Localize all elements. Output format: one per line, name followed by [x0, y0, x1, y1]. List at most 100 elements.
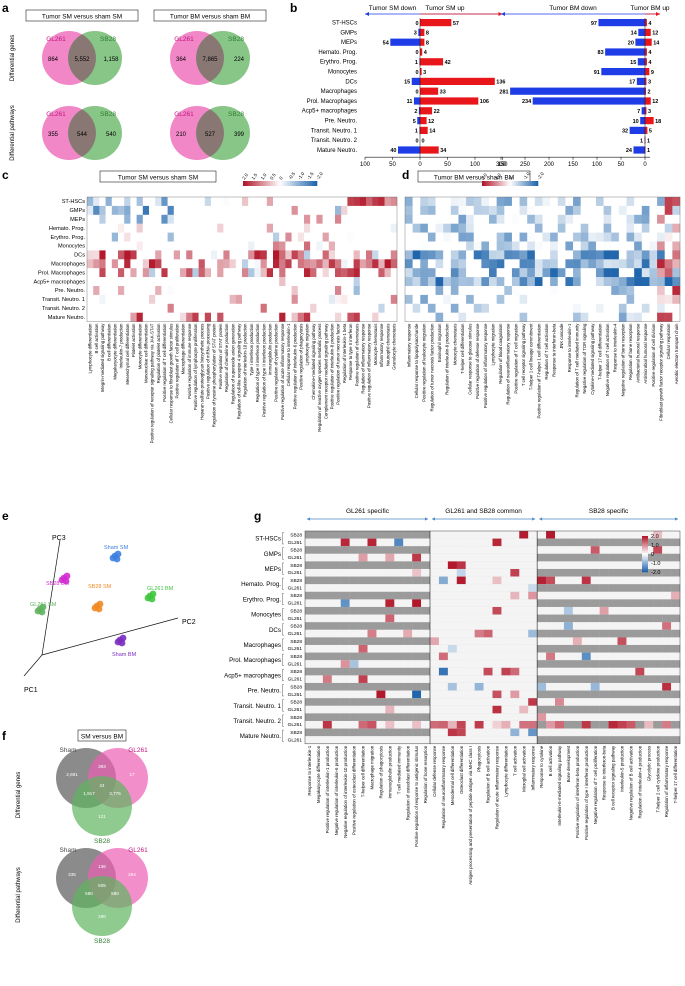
legend-swatch [312, 181, 315, 186]
heatmap-cell [665, 250, 673, 259]
heatmap-cell [466, 197, 474, 206]
legend-swatch [525, 181, 527, 186]
heatmap-g-cell [501, 615, 510, 623]
legend-swatch [273, 181, 276, 186]
heatmap-g-cell [466, 675, 475, 683]
heatmap-g-cell [635, 615, 644, 623]
venn-count-right: 540 [106, 132, 117, 138]
heatmap-cell [316, 224, 322, 233]
heatmap-cell [634, 313, 642, 322]
heatmap-cell [466, 277, 474, 286]
heatmap-g-cell [537, 736, 546, 744]
heatmap-g-subrow-label: SB28 [290, 563, 302, 569]
heatmap-cell [672, 250, 680, 259]
heatmap-cell [558, 277, 566, 286]
heatmap-column-label: Regulation of neuroinflammatory response [506, 323, 511, 405]
heatmap-g-cell [385, 539, 394, 547]
heatmap-g-cell [341, 599, 350, 607]
heatmap-g-cell [430, 683, 439, 691]
heatmap-cell [504, 277, 512, 286]
heatmap-g-cell [635, 630, 644, 638]
heatmap-g-cell [582, 675, 591, 683]
heatmap-g-cell [519, 569, 528, 577]
legend-swatch [285, 181, 288, 186]
heatmap-g-cell [376, 653, 385, 661]
heatmap-g-subrow-label: GL261 [288, 692, 303, 698]
heatmap-cell [504, 259, 512, 268]
heatmap-g-cell [341, 546, 350, 554]
heatmap-g-cell [412, 645, 421, 653]
heatmap-g-cell [305, 546, 314, 554]
heatmap-g-cell [314, 706, 323, 714]
venn3-count: 580 [85, 891, 93, 896]
heatmap-cell [292, 286, 298, 295]
heatmap-cell [316, 215, 322, 224]
heatmap-g-cell [493, 599, 502, 607]
heatmap-g-cell [564, 554, 573, 562]
heatmap-cell [354, 206, 360, 215]
heatmap-g-cell [421, 561, 430, 569]
heatmap-g-cell [510, 615, 519, 623]
heatmap-cell [428, 224, 436, 233]
heatmap-cell [174, 233, 180, 242]
heatmap-cell [248, 224, 254, 233]
heatmap-g-cell [448, 539, 457, 547]
heatmap-cell [428, 206, 436, 215]
venn-title-sm: Tumor SM versus sham SM [42, 14, 122, 21]
legend-swatch [315, 181, 318, 186]
heatmap-cell [657, 215, 665, 224]
heatmap-g-cell [448, 706, 457, 714]
legend-swatch [512, 181, 514, 186]
heatmap-g-cell [439, 561, 448, 569]
legend-swatch [275, 181, 278, 186]
axis-label-pc2: PC2 [182, 619, 196, 626]
heatmap-cell [304, 206, 310, 215]
heatmap-cell [199, 259, 205, 268]
heatmap-cell [565, 304, 573, 313]
row-bracket [283, 639, 285, 651]
heatmap-cell [405, 313, 413, 322]
heatmap-g-cell [528, 691, 537, 699]
heatmap-cell [512, 277, 520, 286]
heatmap-column-label: Lymphocyte migration [305, 323, 310, 365]
heatmap-g-cell [394, 561, 403, 569]
heatmap-cell [205, 224, 211, 233]
heatmap-g-cell [537, 713, 546, 721]
heatmap-g-column-label: Regulation of osteoblast differentiation [405, 745, 410, 820]
heatmap-cell [451, 224, 459, 233]
heatmap-g-cell [350, 668, 359, 676]
heatmap-cell [106, 224, 112, 233]
heatmap-g-cell [519, 691, 528, 699]
heatmap-cell [199, 295, 205, 304]
heatmap-cell [474, 215, 482, 224]
heatmap-cell [588, 233, 596, 242]
heatmap-cell [149, 313, 155, 322]
heatmap-cell [543, 268, 551, 277]
heatmap-cell [174, 313, 180, 322]
heatmap-column-label: T-helper 17 cell differentiation [597, 323, 602, 380]
heatmap-cell [347, 224, 353, 233]
heatmap-cell [192, 215, 198, 224]
heatmap-g-cell [314, 668, 323, 676]
heatmap-cell [149, 277, 155, 286]
heatmap-g-cell [519, 630, 528, 638]
heatmap-cell [130, 313, 136, 322]
heatmap-g-cell [501, 577, 510, 585]
heatmap-cell [329, 206, 335, 215]
heatmap-g-cell [573, 729, 582, 737]
heatmap-g-cell [591, 554, 600, 562]
heatmap-g-cell [439, 645, 448, 653]
heatmap-cell [199, 233, 205, 242]
bar-down [417, 117, 420, 124]
heatmap-g-cell [546, 713, 555, 721]
heatmap-g-cell [448, 653, 457, 661]
heatmap-g-cell [591, 698, 600, 706]
heatmap-g-cell [573, 713, 582, 721]
heatmap-g-cell [314, 584, 323, 592]
bar-value-down: 2 [414, 109, 417, 115]
heatmap-g-cell [368, 584, 377, 592]
heatmap-cell [436, 259, 444, 268]
heatmap-g-cell [609, 539, 618, 547]
heatmap-cell [385, 197, 391, 206]
